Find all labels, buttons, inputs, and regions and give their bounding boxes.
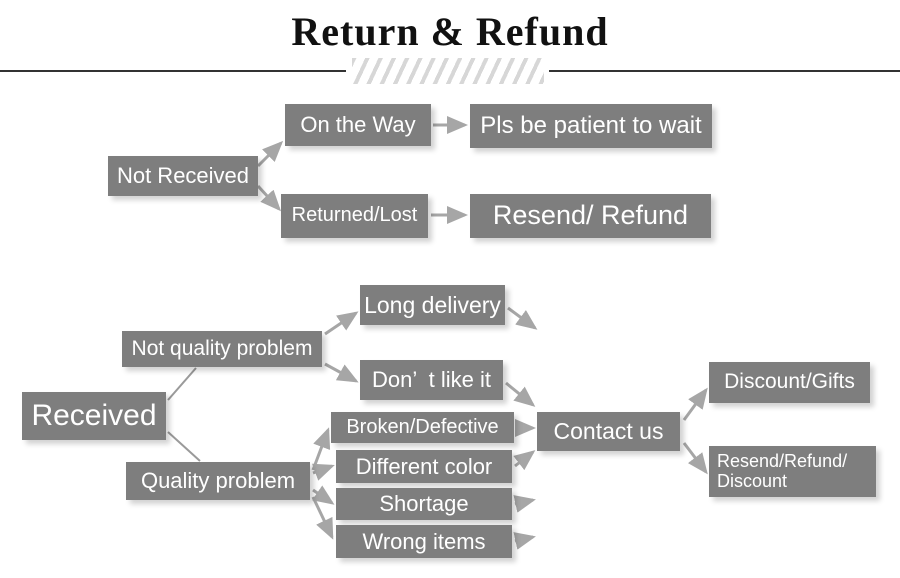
edge-quality-to-broken xyxy=(311,427,331,471)
node-pls-be-patient-to-wait[interactable]: Pls be patient to wait xyxy=(470,104,712,148)
node-broken-defective[interactable]: Broken/Defective xyxy=(331,412,514,443)
node-not-received[interactable]: Not Received xyxy=(108,156,258,196)
edge-quality-to-different-color xyxy=(311,463,335,481)
edge-shortage-to-contact-us xyxy=(513,495,536,513)
node-on-the-way[interactable]: On the Way xyxy=(285,104,431,146)
node-contact-us[interactable]: Contact us xyxy=(537,412,680,451)
divider-hatch-ornament xyxy=(352,58,544,84)
page-title: Return & Refund xyxy=(291,9,609,54)
edge-not-quality-to-long-delivery xyxy=(324,311,359,336)
node-wrong-items[interactable]: Wrong items xyxy=(336,525,512,558)
node-discount-gifts[interactable]: Discount/Gifts xyxy=(709,362,870,403)
divider-rule-left xyxy=(0,70,346,72)
node-resend-refund[interactable]: Resend/ Refund xyxy=(470,194,711,238)
edge-contact-us-to-discount-gifts xyxy=(682,387,708,421)
edge-quality-to-shortage xyxy=(312,485,335,505)
node-shortage[interactable]: Shortage xyxy=(336,488,512,520)
node-not-quality-problem[interactable]: Not quality problem xyxy=(122,331,322,367)
divider-rule-right xyxy=(549,70,900,72)
edge-received-to-quality xyxy=(167,431,201,462)
edge-dont-like-to-contact-us xyxy=(505,381,536,407)
edge-not-received-to-on-the-way xyxy=(256,140,284,168)
page-header: Return & Refund xyxy=(0,0,900,92)
edge-not-quality-to-dont-like xyxy=(324,362,359,383)
edge-wrong-items-to-contact-us xyxy=(513,532,536,550)
node-returned-lost[interactable]: Returned/Lost xyxy=(281,194,428,238)
node-resend-refund-discount[interactable]: Resend/Refund/ Discount xyxy=(709,446,876,497)
edge-received-to-not-quality xyxy=(167,367,197,401)
node-long-delivery[interactable]: Long delivery xyxy=(360,285,505,325)
node-different-color[interactable]: Different color xyxy=(336,450,512,483)
edge-quality-to-wrong-items xyxy=(311,496,334,540)
node-quality-problem[interactable]: Quality problem xyxy=(126,462,310,500)
edge-different-color-to-contact-us xyxy=(513,450,536,471)
edge-long-delivery-to-contact-us xyxy=(507,306,538,330)
node-received[interactable]: Received xyxy=(22,392,166,440)
edge-contact-us-to-resend-discount xyxy=(682,442,708,475)
node-dont-like-it[interactable]: Don’ t like it xyxy=(360,360,503,400)
edge-not-received-to-returned-lost xyxy=(256,184,282,212)
